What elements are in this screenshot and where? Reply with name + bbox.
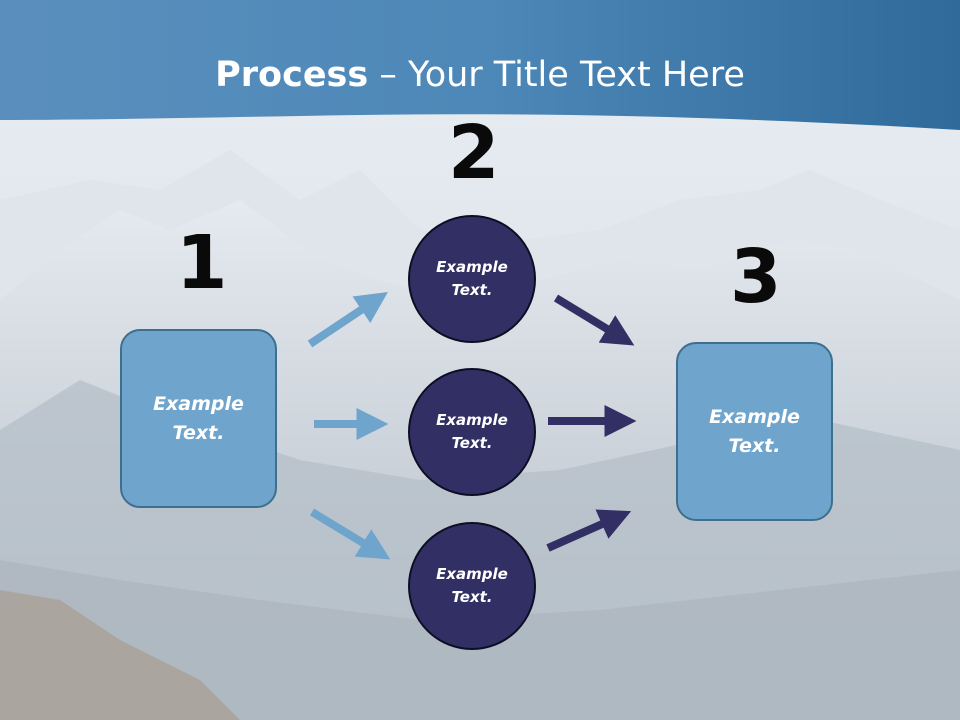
circle-middle-label: Example Text. bbox=[436, 411, 508, 452]
step-number-3: 3 bbox=[730, 234, 782, 320]
title-bold: Process bbox=[215, 55, 369, 95]
circle-top-label: Example Text. bbox=[436, 258, 508, 299]
arrow-to-circle-bottom bbox=[309, 508, 391, 560]
circle-top[interactable]: Example Text. bbox=[408, 215, 536, 343]
arrow-to-circle-top bbox=[307, 292, 388, 348]
step-number-1: 1 bbox=[176, 220, 228, 306]
right-box-label: Example Text. bbox=[709, 405, 800, 457]
left-box[interactable]: Example Text. bbox=[120, 329, 277, 508]
title-rest: – Your Title Text Here bbox=[368, 55, 745, 95]
arrow-from-circle-top bbox=[553, 294, 635, 346]
circle-middle[interactable]: Example Text. bbox=[408, 368, 536, 496]
left-box-label: Example Text. bbox=[153, 392, 244, 444]
slide-title: Process – Your Title Text Here bbox=[0, 52, 960, 98]
circle-bottom-label: Example Text. bbox=[436, 565, 508, 606]
arrow-from-circle-bottom bbox=[546, 509, 632, 552]
circle-bottom[interactable]: Example Text. bbox=[408, 522, 536, 650]
step-number-2: 2 bbox=[448, 110, 500, 196]
right-box[interactable]: Example Text. bbox=[676, 342, 833, 521]
